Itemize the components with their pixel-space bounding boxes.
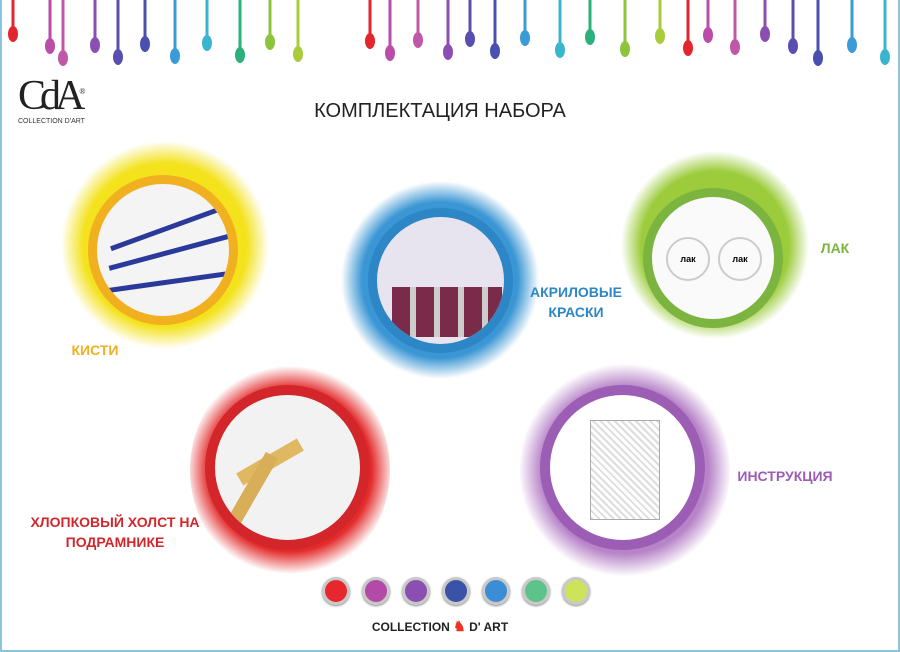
drip [293,0,303,62]
brand-left: COLLECTION [371,620,450,634]
instruction-image [540,385,705,550]
palette-dot [322,577,350,605]
paint-drips-decoration [8,0,890,66]
lion-icon: ♞ [453,618,466,634]
palette-dot [402,577,430,605]
drip [703,0,713,43]
drip [730,0,740,55]
drip [140,0,150,52]
color-palette [322,577,590,605]
drip [760,0,770,42]
drip [520,0,530,46]
logo-mark: CdA® [18,73,86,119]
drip [113,0,123,65]
canvas-image [205,385,370,550]
varnish-image: лак лак [643,188,783,328]
drip [655,0,665,44]
drip [555,0,565,58]
paints-image [368,208,513,353]
drip [170,0,180,64]
drip [265,0,275,50]
drip [880,0,890,65]
drip [202,0,212,51]
drip [235,0,245,63]
drip [847,0,857,53]
drip [8,0,18,42]
palette-dot [522,577,550,605]
palette-dot [482,577,510,605]
drip [385,0,395,61]
drip [490,0,500,59]
varnish-cap: лак [666,237,710,281]
drip [620,0,630,57]
drip [413,0,423,48]
label-brushes: КИСТИ [71,342,119,358]
drip [58,0,68,66]
label-acrylic-paints: АКРИЛОВЫЕ КРАСКИ [530,284,622,320]
brand-footer: COLLECTION ♞ D' ART [0,618,880,635]
palette-dot [562,577,590,605]
logo-name: COLLECTION D'ART [18,118,85,125]
drip [465,0,475,47]
varnish-cap: лак [718,237,762,281]
label-instruction: ИНСТРУКЦИЯ [737,468,833,484]
drip [813,0,823,66]
brand-right: D' ART [469,620,509,634]
logo: CdA® COLLECTION D'ART [18,72,98,125]
drip [443,0,453,60]
drip [788,0,798,54]
label-varnish: ЛАК [820,240,850,256]
drip [585,0,595,45]
brushes-image [88,175,238,325]
drip [45,0,55,54]
drip [90,0,100,53]
page-title: КОМПЛЕКТАЦИЯ НАБОРА [314,100,566,122]
label-canvas: ХЛОПКОВЫЙ ХОЛСТ НА ПОДРАМНИКЕ [30,514,200,550]
palette-dot [442,577,470,605]
drip [365,0,375,49]
palette-dot [362,577,390,605]
drip [683,0,693,56]
